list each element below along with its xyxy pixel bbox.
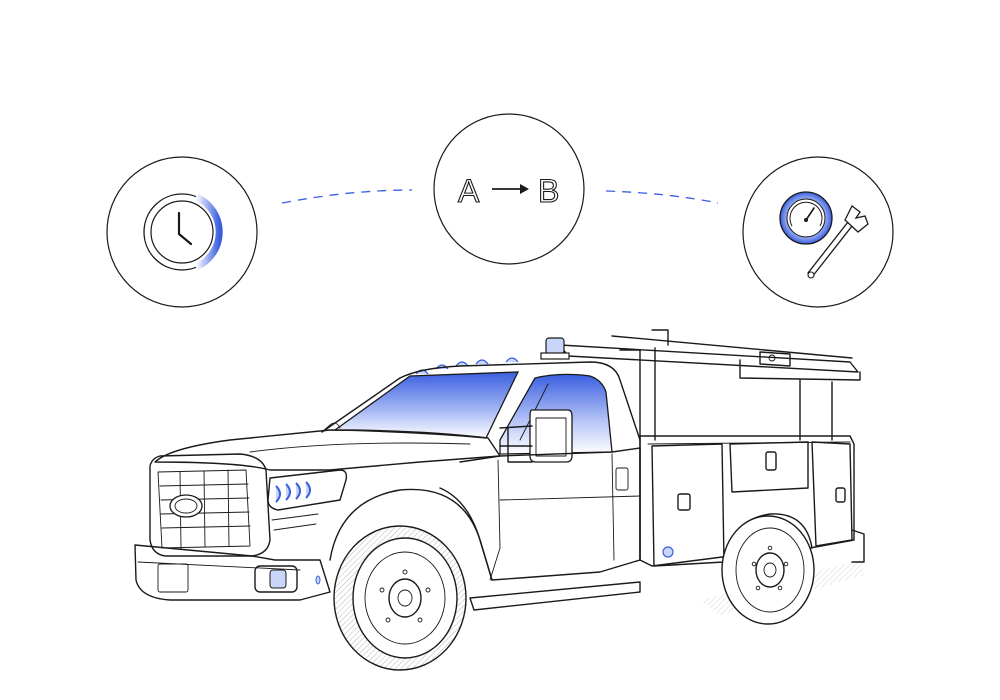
route-end-label: B: [538, 173, 559, 209]
route-start-label: A: [458, 173, 480, 209]
running-board: [469, 581, 641, 611]
clock-icon: [143, 193, 223, 271]
front-grille: [149, 453, 271, 557]
windshield: [333, 371, 520, 439]
route-badge: A B: [433, 113, 585, 265]
maintenance-badge: [742, 156, 894, 308]
connector-right: [605, 190, 719, 204]
hood: [154, 429, 501, 471]
cab-door: [439, 447, 641, 581]
headlight: [267, 469, 348, 531]
service-utility-truck: [134, 329, 865, 671]
rear-wheel: [721, 513, 815, 625]
gauge-wrench-icon: [779, 191, 869, 279]
cab-outline: [321, 361, 641, 561]
front-wheel: [329, 488, 493, 671]
beacon-light: [540, 337, 570, 360]
clock-badge: [106, 156, 258, 308]
side-mirror: [499, 409, 573, 463]
front-bumper: [134, 544, 331, 601]
ladder-rack: [559, 329, 861, 441]
route-icon: A B: [457, 172, 559, 209]
connector-left: [281, 189, 413, 204]
